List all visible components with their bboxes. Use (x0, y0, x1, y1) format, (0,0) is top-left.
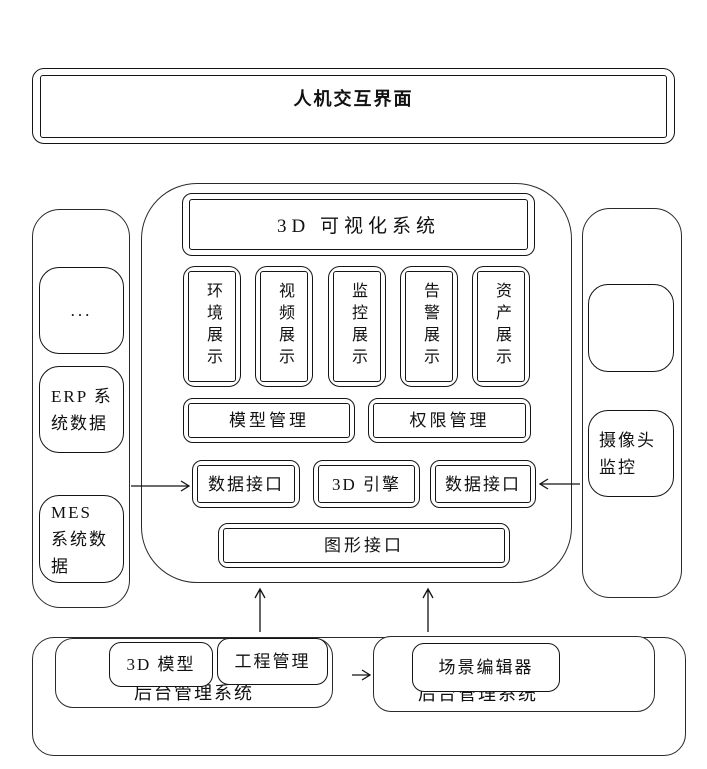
display-module-label: 告警展示 (421, 282, 438, 370)
datasource-mes-box: MES 系统数据 (39, 495, 124, 583)
display-module-box-environment: 环境展示 (183, 266, 241, 387)
backend-system-1-label: 后台管理系统 (134, 683, 254, 703)
graphics-interface-box: 图形接口 (218, 523, 510, 568)
data-interface-right-label: 数据接口 (445, 474, 521, 494)
data-interface-left-box: 数据接口 (192, 460, 300, 508)
system-title-box: 3D 可视化系统 (182, 193, 535, 256)
datasource-more-box: ... (39, 267, 124, 354)
model-3d-box: 3D 模型 (109, 642, 213, 687)
hmi-interface-box: 人机交互界面 (32, 68, 675, 144)
display-module-box-video: 视频展示 (255, 266, 313, 387)
camera-monitor-box: 摄像头监控 (588, 410, 674, 497)
project-management-label: 工程管理 (234, 652, 311, 671)
project-management-box: 工程管理 (217, 638, 328, 685)
scene-editor-box: 场景编辑器 (412, 643, 560, 692)
arrow-backend2-to-system (422, 587, 434, 632)
display-module-label: 资产展示 (493, 282, 510, 370)
system-title-label: 3D 可视化系统 (277, 216, 440, 237)
model-management-label: 模型管理 (229, 411, 309, 430)
camera-empty-box (588, 284, 674, 372)
permission-management-box: 权限管理 (368, 398, 531, 443)
model-management-box: 模型管理 (183, 398, 355, 443)
camera-monitor-label: 摄像头监控 (599, 430, 656, 477)
permission-management-label: 权限管理 (409, 411, 490, 430)
display-module-box-alarm: 告警展示 (400, 266, 458, 387)
arrow-backend1-to-system (254, 587, 266, 632)
display-module-box-asset: 资产展示 (472, 266, 530, 387)
datasource-mes-label: MES 系统数据 (51, 502, 108, 576)
right-camera-panel (582, 208, 682, 598)
engine-3d-label: 3D 引擎 (331, 474, 402, 494)
datasource-erp-label: ERP 系统数据 (51, 386, 113, 433)
scene-editor-label: 场景编辑器 (438, 658, 534, 677)
display-module-label: 监控展示 (349, 282, 366, 370)
model-3d-label: 3D 模型 (126, 655, 196, 674)
datasource-erp-box: ERP 系统数据 (39, 366, 124, 453)
graphics-interface-label: 图形接口 (324, 536, 404, 555)
data-interface-right-box: 数据接口 (430, 460, 536, 508)
data-interface-left-label: 数据接口 (208, 474, 284, 494)
display-module-box-monitor: 监控展示 (328, 266, 386, 387)
datasource-more-label: ... (70, 301, 93, 320)
hmi-interface-label: 人机交互界面 (293, 89, 414, 109)
display-module-label: 环境展示 (204, 282, 221, 370)
engine-3d-box: 3D 引擎 (313, 460, 420, 508)
display-module-label: 视频展示 (276, 282, 293, 370)
